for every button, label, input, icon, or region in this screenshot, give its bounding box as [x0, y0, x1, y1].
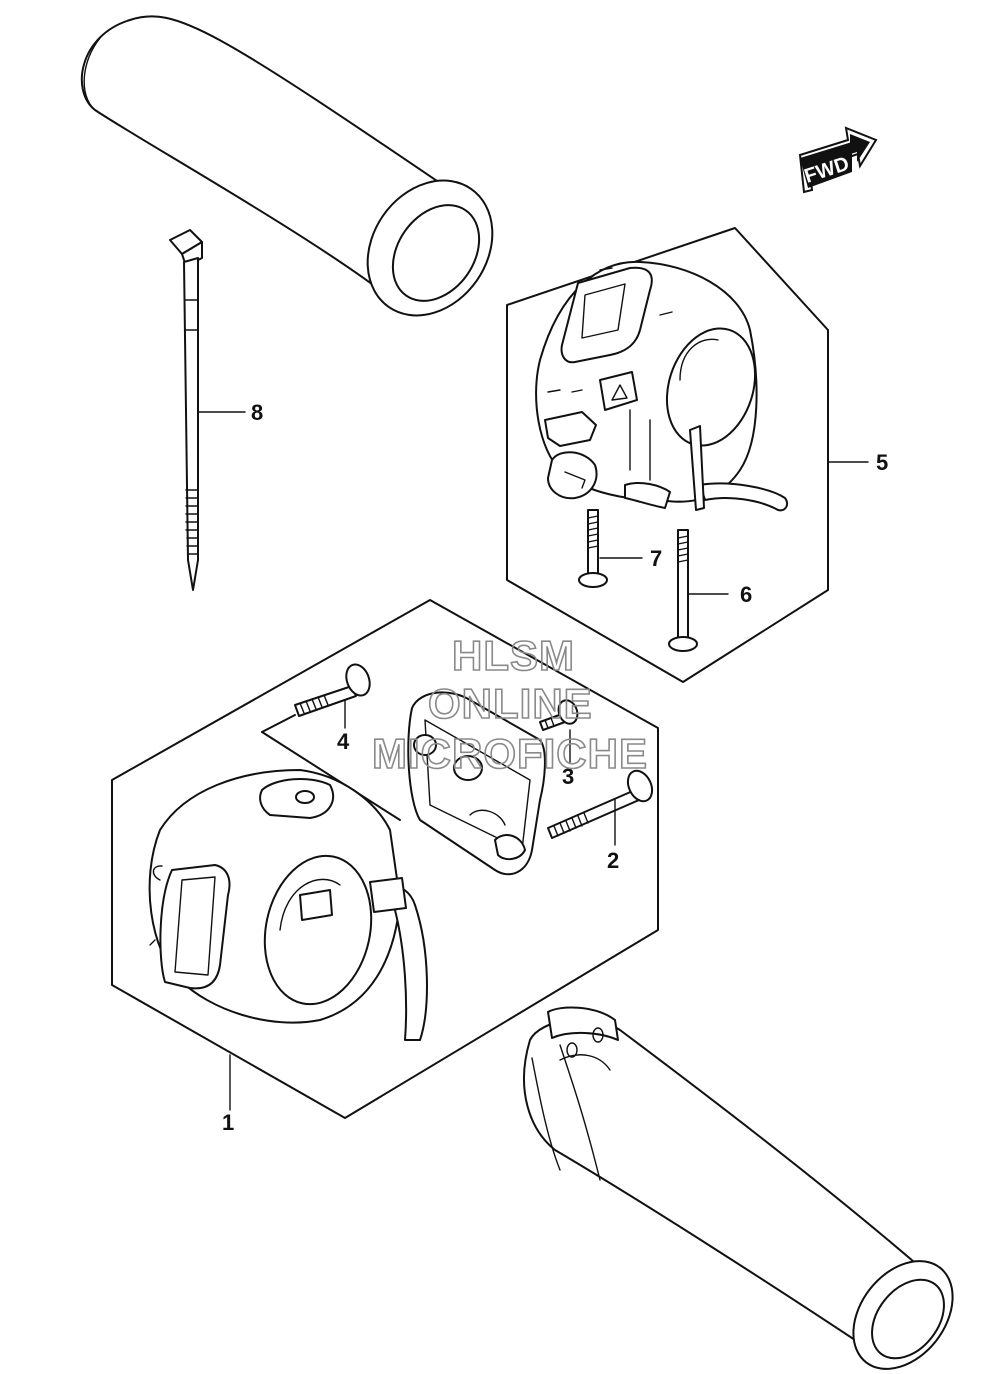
screw-7: [578, 509, 608, 588]
screw-3: [539, 699, 579, 731]
screw-4: [294, 663, 371, 717]
watermark: HLSM ONLINE MICROFICHE: [371, 631, 648, 778]
callout-2: 2: [607, 848, 619, 873]
callout-7: 7: [650, 546, 662, 571]
leader-lines: [197, 411, 869, 1111]
callout-4: 4: [337, 729, 350, 754]
left-handlebar-switch: [148, 769, 428, 1041]
callout-labels: 1 2 3 4 5 6 7 8: [222, 400, 888, 1135]
watermark-line2: ONLINE: [428, 680, 593, 727]
callout-8: 8: [251, 400, 263, 425]
left-grip: [80, 15, 494, 317]
switch-assembly-left-border: [111, 599, 659, 1119]
watermark-line1: HLSM: [452, 632, 575, 679]
fwd-arrow-icon: FWD: [798, 126, 878, 194]
watermark-line3: MICROFICHE: [372, 730, 648, 777]
screw-6: [668, 529, 698, 652]
callout-5: 5: [876, 450, 888, 475]
callout-1: 1: [222, 1110, 234, 1135]
callout-6: 6: [740, 582, 752, 607]
switch-clamp: [407, 691, 546, 876]
throttle-grip: [523, 1006, 954, 1370]
callout-3: 3: [562, 764, 574, 789]
inner-outline: [261, 731, 401, 821]
screw-2: [547, 769, 654, 839]
right-handlebar-switch: [535, 260, 788, 512]
cable-tie: [169, 229, 203, 591]
switch-assembly-right-border: [506, 227, 829, 683]
